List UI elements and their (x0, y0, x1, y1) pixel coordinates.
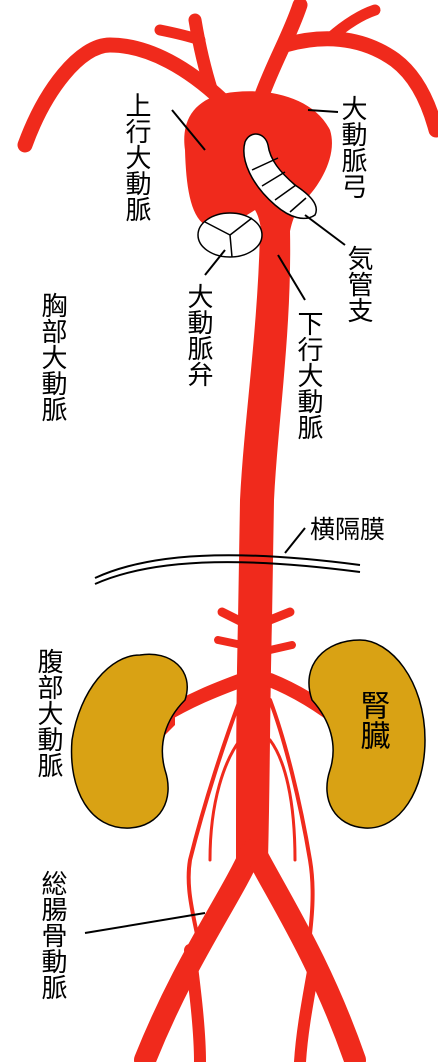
label-bronchus: 気管支 (343, 245, 373, 323)
left-kidney (72, 654, 188, 828)
label-aortic-arch: 大動脈弓 (337, 95, 367, 199)
iliac-arteries (145, 850, 355, 1062)
label-thoracic-aorta: 胸部大動脈 (37, 292, 67, 422)
label-kidney: 腎臓 (355, 690, 391, 750)
label-diaphragm: 横隔膜 (310, 515, 385, 544)
label-ascending-aorta: 上行大動脈 (121, 92, 151, 222)
label-abdominal-aorta: 腹部大動脈 (33, 648, 63, 778)
label-descending-aorta: 下行大動脈 (293, 310, 323, 440)
aortic-valve-shape (198, 213, 262, 257)
diaphragm-line (95, 555, 360, 584)
label-common-iliac-artery: 総腸骨動脈 (37, 870, 67, 1000)
label-aortic-valve: 大動脈弁 (183, 283, 213, 387)
